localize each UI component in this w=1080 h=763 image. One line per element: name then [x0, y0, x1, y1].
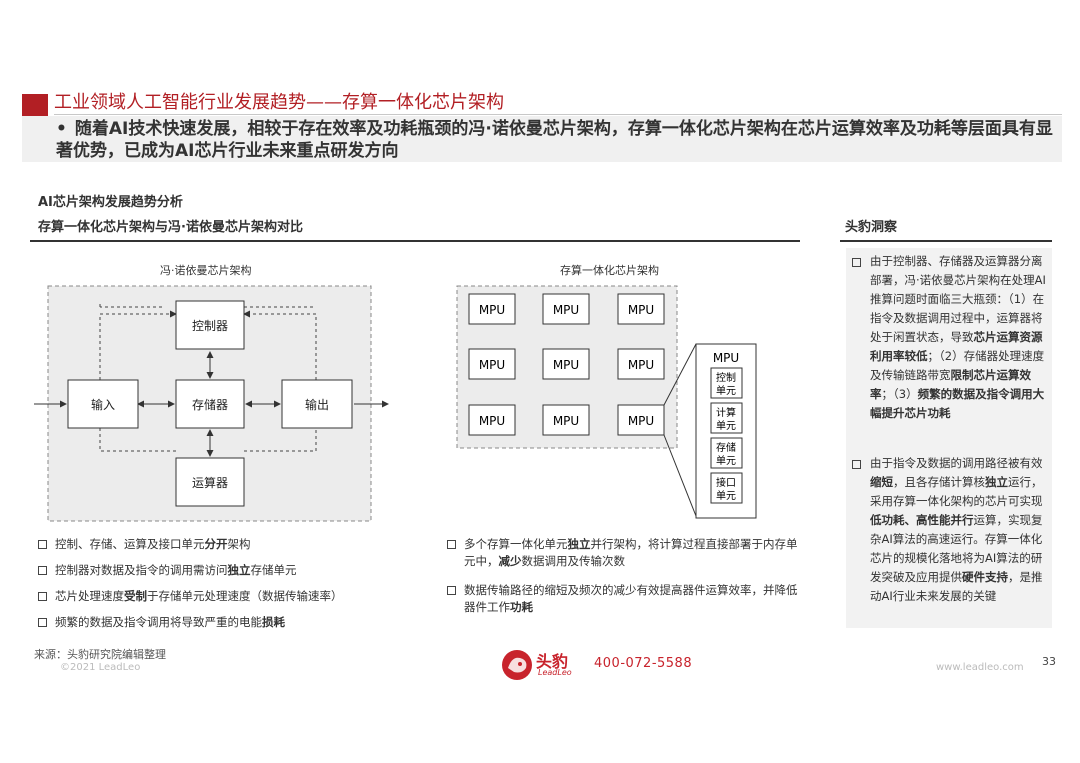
output-box — [281, 379, 353, 429]
checkbox-bullet-icon — [852, 258, 861, 267]
logo-name: 头豹 — [536, 652, 569, 671]
svg-text:MPU: MPU — [553, 414, 579, 428]
mpu-cell-highlighted: MPU — [617, 404, 665, 436]
input-box — [67, 379, 139, 429]
output-label: 输出 — [305, 397, 329, 412]
arithmetic-box — [175, 457, 245, 507]
svg-text:MPU: MPU — [628, 303, 654, 317]
pim-diagram: MPU MPU MPU MPU MPU MPU MPU MPU MPU MPU … — [456, 285, 757, 519]
checkbox-bullet-icon — [38, 540, 47, 549]
phone-number: 400-072-5588 — [594, 656, 693, 671]
svg-text:MPU: MPU — [553, 358, 579, 372]
zoom-lines — [663, 343, 697, 517]
title-divider — [54, 114, 1062, 115]
checkbox-bullet-icon — [38, 618, 47, 627]
arithmetic-label: 运算器 — [192, 475, 228, 490]
svg-text:MPU: MPU — [553, 303, 579, 317]
controller-box — [175, 300, 245, 350]
summary-text: •随着AI技术快速发展，相较于存在效率及功耗瓶颈的冯·诺依曼芯片架构，存算一体化… — [56, 118, 1056, 162]
storage-box — [175, 379, 245, 429]
title-marker — [22, 94, 48, 120]
svg-text:单元: 单元 — [716, 490, 736, 502]
svg-text:单元: 单元 — [716, 420, 736, 432]
von-neumann-diagram-title: 冯·诺依曼芯片架构 — [160, 264, 252, 277]
list-item: 控制、存储、运算及接口单元分开架构 — [38, 536, 251, 553]
comparison-divider — [30, 240, 800, 242]
svg-text:控制: 控制 — [716, 371, 736, 384]
logo-subtitle: LeadLeo — [538, 668, 572, 677]
checkbox-bullet-icon — [447, 540, 456, 549]
page-title: 工业领域人工智能行业发展趋势——存算一体化芯片架构 — [54, 92, 504, 113]
svg-text:MPU: MPU — [479, 358, 505, 372]
mpu-cell: MPU — [542, 404, 590, 436]
insight-item: 由于控制器、存储器及运算器分离部署，冯·诺依曼芯片架构在处理AI推算问题时面临三… — [852, 252, 1050, 423]
comparison-heading: 存算一体化芯片架构与冯·诺依曼芯片架构对比 — [38, 220, 303, 235]
mpu-grid: MPU MPU MPU MPU MPU MPU MPU MPU MPU — [468, 293, 665, 436]
leadleo-logo: 头豹 LeadLeo — [500, 648, 582, 682]
mpu-unit: 接口单元 — [710, 472, 743, 504]
checkbox-bullet-icon — [38, 592, 47, 601]
mpu-cell: MPU — [542, 293, 590, 325]
storage-label: 存储器 — [192, 397, 228, 412]
list-item: 芯片处理速度受制于存储单元处理速度（数据传输速率） — [38, 588, 343, 605]
svg-text:计算: 计算 — [716, 406, 736, 419]
svg-text:接口: 接口 — [716, 476, 736, 489]
page-number: 33 — [1042, 655, 1056, 668]
insight-item: 由于指令及数据的调用路径被有效缩短，且各存储计算核独立运行，采用存算一体化架构的… — [852, 454, 1050, 606]
mpu-cell: MPU — [468, 404, 516, 436]
mpu-unit: 存储单元 — [710, 437, 743, 469]
von-neumann-bullets: 控制、存储、运算及接口单元分开架构 控制器对数据及指令的调用需访问独立存储单元 … — [38, 536, 418, 646]
mpu-cell: MPU — [468, 293, 516, 325]
list-item: 数据传输路径的缩短及频次的减少有效提高器件运算效率，并降低器件工作功耗 — [447, 582, 804, 616]
source-note: 来源：头豹研究院编辑整理 — [34, 648, 166, 661]
summary-bullet: • — [56, 119, 67, 139]
checkbox-bullet-icon — [447, 586, 456, 595]
svg-text:单元: 单元 — [716, 455, 736, 467]
svg-text:单元: 单元 — [716, 385, 736, 397]
pim-bullets: 多个存算一体化单元独立并行架构，将计算过程直接部署于内存单元中，减少数据调用及传… — [447, 536, 807, 646]
svg-text:MPU: MPU — [628, 414, 654, 428]
title-bar: 工业领域人工智能行业发展趋势——存算一体化芯片架构 •随着AI技术快速发展，相较… — [22, 86, 1062, 162]
mpu-cell: MPU — [542, 348, 590, 380]
summary-box: •随着AI技术快速发展，相较于存在效率及功耗瓶颈的冯·诺依曼芯片架构，存算一体化… — [22, 116, 1062, 162]
data-flow-arrows — [34, 351, 389, 457]
insight-divider — [840, 240, 1052, 242]
summary-content: 随着AI技术快速发展，相较于存在效率及功耗瓶颈的冯·诺依曼芯片架构，存算一体化芯… — [56, 119, 1053, 161]
insight-panel: 由于控制器、存储器及运算器分离部署，冯·诺依曼芯片架构在处理AI推算问题时面临三… — [846, 248, 1052, 628]
von-neumann-diagram: 输入 控制器 存储器 运算器 输出 — [34, 285, 389, 522]
checkbox-bullet-icon — [38, 566, 47, 575]
copyright: ©2021 LeadLeo — [60, 662, 141, 673]
list-item: 多个存算一体化单元独立并行架构，将计算过程直接部署于内存单元中，减少数据调用及传… — [447, 536, 804, 570]
list-item: 控制器对数据及指令的调用需访问独立存储单元 — [38, 562, 297, 579]
mpu-cell: MPU — [617, 348, 665, 380]
section-heading: AI芯片架构发展趋势分析 — [38, 195, 183, 210]
svg-text:MPU: MPU — [479, 303, 505, 317]
leopard-icon — [502, 650, 532, 680]
pim-diagram-title: 存算一体化芯片架构 — [560, 264, 659, 277]
website: www.leadleo.com — [936, 662, 1024, 673]
insight-heading: 头豹洞察 — [845, 220, 898, 235]
controller-label: 控制器 — [192, 319, 228, 333]
mpu-cell: MPU — [617, 293, 665, 325]
list-item: 频繁的数据及指令调用将导致严重的电能损耗 — [38, 614, 285, 631]
svg-text:存储: 存储 — [716, 441, 736, 454]
mpu-detail-label: MPU — [713, 351, 739, 365]
input-label: 输入 — [91, 397, 115, 412]
svg-text:MPU: MPU — [479, 414, 505, 428]
mpu-cell: MPU — [468, 348, 516, 380]
checkbox-bullet-icon — [852, 460, 861, 469]
svg-text:MPU: MPU — [628, 358, 654, 372]
